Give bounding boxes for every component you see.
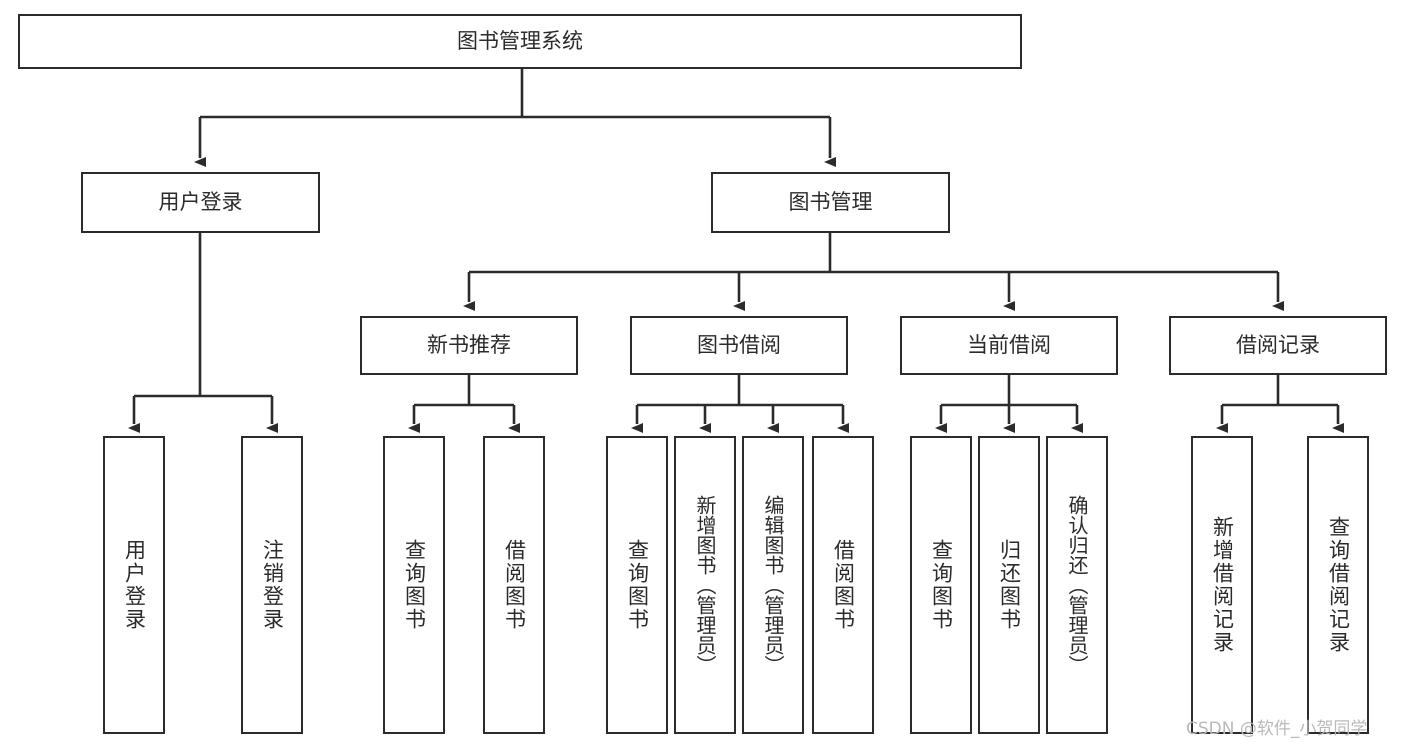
leaf-add-book-admin[interactable]: 新增图书（管理员） (674, 436, 736, 734)
node-label: 当前借阅 (967, 333, 1051, 358)
node-book-management[interactable]: 图书管理 (711, 172, 950, 233)
node-label: 用户登录 (122, 539, 147, 631)
leaf-query-book-1[interactable]: 查询图书 (383, 436, 445, 734)
node-label: 图书管理系统 (457, 29, 583, 54)
leaf-query-book-2[interactable]: 查询图书 (606, 436, 668, 734)
leaf-borrow-book-1[interactable]: 借阅图书 (483, 436, 545, 734)
node-label: 借阅记录 (1236, 333, 1320, 358)
leaf-return-book[interactable]: 归还图书 (978, 436, 1040, 734)
leaf-query-borrow-record[interactable]: 查询借阅记录 (1307, 436, 1369, 734)
leaf-query-book-3[interactable]: 查询图书 (910, 436, 972, 734)
node-label: 借阅图书 (831, 539, 856, 631)
node-label: 新增借阅记录 (1210, 516, 1235, 654)
node-borrow-record[interactable]: 借阅记录 (1169, 316, 1387, 375)
node-book-borrow[interactable]: 图书借阅 (630, 316, 848, 375)
node-label: 查询借阅记录 (1326, 516, 1351, 654)
node-root-system[interactable]: 图书管理系统 (18, 14, 1022, 69)
node-label: 查询图书 (929, 539, 954, 631)
node-label: 图书管理 (788, 190, 873, 215)
node-label: 新书推荐 (427, 333, 511, 358)
node-label: 查询图书 (402, 539, 427, 631)
leaf-logout-login[interactable]: 注销登录 (241, 436, 303, 734)
leaf-edit-book-admin[interactable]: 编辑图书（管理员） (742, 436, 804, 734)
leaf-borrow-book-2[interactable]: 借阅图书 (812, 436, 874, 734)
leaf-user-login[interactable]: 用户登录 (103, 436, 165, 734)
node-new-book-recommend[interactable]: 新书推荐 (360, 316, 578, 375)
leaf-add-borrow-record[interactable]: 新增借阅记录 (1191, 436, 1253, 734)
node-label: 用户登录 (158, 190, 243, 215)
node-label: 图书借阅 (697, 333, 781, 358)
leaf-confirm-return-admin[interactable]: 确认归还（管理员） (1046, 436, 1108, 734)
node-current-borrow[interactable]: 当前借阅 (900, 316, 1118, 375)
node-label: 注销登录 (260, 539, 285, 631)
watermark-text: CSDN @软件_小贺同学 (1186, 719, 1368, 739)
node-user-login[interactable]: 用户登录 (81, 172, 320, 233)
node-label: 确认归还（管理员） (1065, 495, 1089, 675)
node-label: 查询图书 (625, 539, 650, 631)
node-label: 归还图书 (997, 539, 1022, 631)
node-label: 编辑图书（管理员） (761, 495, 785, 675)
node-label: 借阅图书 (502, 539, 527, 631)
node-label: 新增图书（管理员） (693, 495, 717, 675)
